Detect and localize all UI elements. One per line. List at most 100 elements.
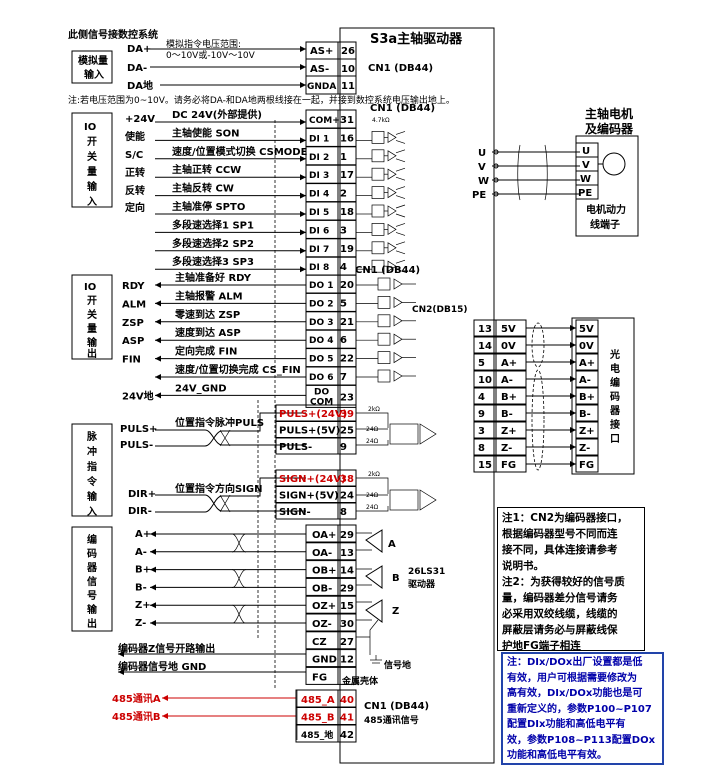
di-desc-7: 多段速选择2 SP2 — [172, 237, 254, 250]
ext-dir-plus: DIR+ — [128, 489, 156, 500]
cn2-right-8: FG — [579, 460, 594, 471]
pin-name-di-3: DI 3 — [309, 171, 329, 181]
pin-name-do-0: DO 1 — [309, 281, 334, 291]
motor-symbol-icon — [602, 152, 626, 176]
note2-line-3: 高有效，DIx/DOx功能也是可 — [507, 688, 643, 699]
pulse-label-4: 令 — [86, 475, 98, 488]
enc-pin-row: OZ+15Z+ — [135, 595, 357, 614]
do-desc-6: 24V_GND — [175, 383, 227, 394]
ext-485-a: 485通讯A — [112, 692, 161, 705]
cn2-label: CN2(DB15) — [412, 305, 467, 315]
enc-pin-name-6: CZ — [312, 637, 327, 648]
cn2-num-2: 5 — [478, 358, 485, 369]
pin-num-di-5: 18 — [340, 207, 354, 218]
ext-enc-4: Z+ — [135, 600, 151, 611]
pin-name-do-com-2: COM — [310, 397, 333, 407]
ext-u: U — [478, 148, 486, 159]
pin-as-plus: AS+ — [310, 46, 333, 57]
cn2-right-5: B- — [579, 409, 591, 420]
enc-pin-num-2: 14 — [340, 566, 354, 577]
ext-w: W — [478, 176, 489, 187]
do-desc-2: 零速到达 ZSP — [174, 308, 240, 321]
cn2-num-8: 15 — [478, 460, 492, 471]
note2-line-2: 有效，用户可根据需要修改为 — [507, 672, 637, 684]
pin-num-do-1: 5 — [340, 298, 347, 309]
enc-pin-num-5: 30 — [340, 619, 354, 630]
cn1-label-485: CN1 (DB44) — [364, 701, 429, 712]
sign-pin-name-0: SIGN+(24V) — [279, 474, 346, 485]
enc-label-3: 器 — [86, 562, 98, 574]
note-encoder-box: 注1：CN2为编码器接口， 根据编码器型号不同而连 接不同，具体连接请参考 说明… — [497, 507, 645, 652]
ext-enc-2: B+ — [135, 565, 151, 576]
enc-label-5: 号 — [87, 590, 97, 602]
rs485-section: 485通讯A 485通讯B CN1 (DB44) 485通讯信号 — [112, 692, 429, 726]
enc-pin-row: OZ-30Z- — [135, 613, 357, 632]
analog-range-2: 0～10V或-10V～10V — [166, 49, 256, 61]
pin-name-do-1: DO 2 — [309, 299, 334, 309]
cn2-enc-label-3: 编 — [610, 376, 620, 389]
cn2-enc-label-1: 光 — [609, 348, 620, 361]
motor-title-2: 及编码器 — [585, 121, 634, 136]
cn2-name-5: B- — [501, 409, 513, 420]
ext-do-3: ASP — [122, 336, 144, 347]
di-desc-4: 主轴反转 CW — [172, 182, 234, 195]
pin-num-10: 10 — [341, 64, 355, 75]
cn2-name-2: A+ — [501, 358, 517, 369]
chip-26ls31: 26LS31 — [408, 567, 445, 577]
cn1-label-analog: CN1 (DB44) — [368, 63, 433, 74]
motor-section: U V W PE U V W PE 电机动力 线端子 — [472, 135, 639, 237]
analog-group-label-1: 模拟量 — [78, 54, 108, 67]
pin-num-di-1: 16 — [340, 133, 354, 144]
pin-as-minus: AS- — [310, 64, 329, 75]
puls-pin-name-1: PULS+(5V) — [279, 426, 340, 437]
ext-do-1: ALM — [122, 299, 146, 310]
sign-pin-row: SIGN+(5V)24 — [275, 486, 357, 503]
cn2-num-1: 14 — [478, 341, 492, 352]
pin-num-do-com: 23 — [340, 392, 354, 403]
do-desc-1: 主轴报警 ALM — [175, 289, 243, 302]
rs485-pin-num-2: 42 — [340, 730, 354, 741]
motor-pin-pe: PE — [578, 188, 592, 199]
ext-dir-minus: DIR- — [128, 506, 152, 517]
enc-pin-num-3: 29 — [340, 583, 354, 594]
enc-pin-num-7: 12 — [340, 655, 354, 666]
pin-num-11: 11 — [341, 81, 355, 92]
cnc-side-title: 此侧信号接数控系统 — [68, 28, 158, 41]
sign-pin-num-2: 8 — [340, 507, 347, 518]
do-desc-0: 主轴准备好 RDY — [175, 271, 252, 284]
sign-pin-row: SIGN-8 — [275, 502, 357, 520]
res-2k-sign: 2kΩ — [368, 471, 380, 478]
shield-lines — [257, 120, 356, 740]
enc-label-6: 输 — [87, 603, 98, 616]
ext-do-2: ZSP — [122, 318, 144, 329]
io-out-label-1: IO — [84, 282, 96, 293]
io-in-label-5: 输 — [87, 180, 98, 193]
ext-pe: PE — [472, 190, 486, 201]
pin-num-26: 26 — [341, 46, 355, 57]
pulse-label-6: 入 — [87, 506, 97, 518]
rs485-pin-name-0: 485_A — [301, 695, 335, 706]
do-desc-3: 速度到达 ASP — [175, 326, 241, 339]
io-in-label-1: IO — [84, 122, 96, 133]
io-out-row: DO 2 5 主轴报警 ALM ALM — [122, 289, 416, 312]
cz-desc: 编码器Z信号开路输出 — [118, 642, 215, 655]
pin-name-do-3: DO 4 — [309, 336, 334, 346]
ext-orient: 定向 — [125, 201, 145, 214]
cn2-enc-label-2: 电 — [610, 362, 620, 375]
di-desc-3: 主轴正转 CCW — [172, 163, 241, 176]
cn2-right-0: 5V — [579, 324, 594, 335]
res-24-puls-2: 24Ω — [366, 438, 379, 445]
motor-title-1: 主轴电机 — [585, 106, 633, 121]
io-out-label-6: 出 — [87, 347, 97, 360]
pin-name-do-2: DO 3 — [309, 318, 334, 328]
